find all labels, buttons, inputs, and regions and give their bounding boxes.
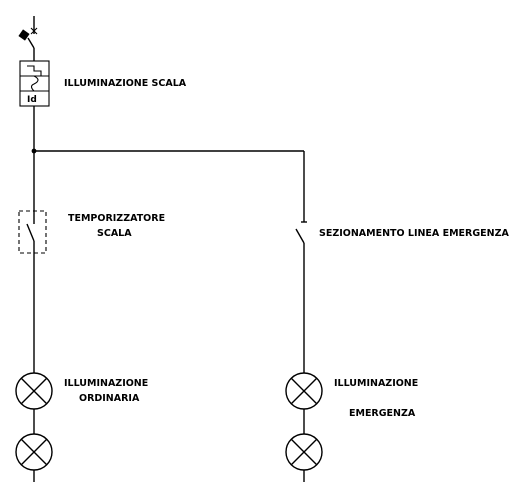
label-ordinaria-line1: ILLUMINAZIONE xyxy=(64,378,148,389)
timer-switch-icon xyxy=(18,210,47,254)
label-emergenza-line1: ILLUMINAZIONE xyxy=(334,378,418,389)
breaker-handle-icon xyxy=(18,29,30,41)
breaker-contact-cross-b xyxy=(30,27,38,35)
emergency-lamp-1-icon xyxy=(285,372,323,410)
disconnect-switch-icon xyxy=(295,221,307,244)
ordinary-lamp-1-icon xyxy=(15,372,53,410)
ordinary-lamp-2-icon xyxy=(15,433,53,471)
label-sezionamento: SEZIONAMENTO LINEA EMERGENZA xyxy=(319,228,509,239)
label-illuminazione-scala: ILLUMINAZIONE SCALA xyxy=(64,78,187,89)
label-temporizzatore-line1: TEMPORIZZATORE xyxy=(68,213,165,224)
breaker-blade xyxy=(27,37,35,49)
label-temporizzatore-line2: SCALA xyxy=(97,228,132,239)
emergency-lamp-2-icon xyxy=(285,433,323,471)
label-emergenza-line2: EMERGENZA xyxy=(349,408,416,419)
label-ordinaria-line2: ORDINARIA xyxy=(79,393,140,404)
differential-tag: Id xyxy=(27,95,37,105)
